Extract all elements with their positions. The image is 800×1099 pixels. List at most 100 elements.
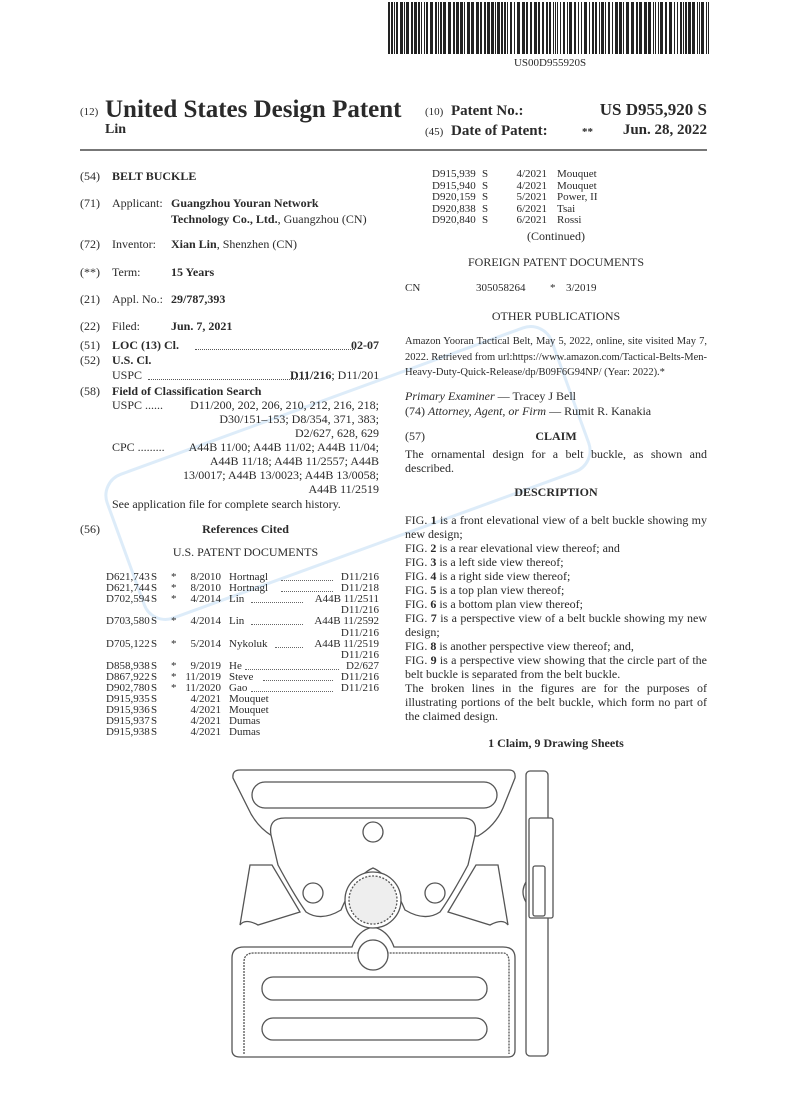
reference-kind: S [151, 582, 158, 595]
barcode-bar [653, 2, 654, 54]
reference-date: 4/2021 [190, 715, 221, 728]
reference-name: He [229, 659, 242, 672]
dot-leader [251, 593, 303, 604]
fig-text: is a rear elevational view thereof; and [436, 541, 620, 555]
code-51: (51) [80, 338, 100, 352]
barcode-bar [578, 2, 579, 54]
barcode-bar [467, 2, 470, 54]
reference-name: Hortnagl [229, 571, 269, 583]
reference-kind: S [482, 191, 489, 203]
reference-date: 6/2021 [516, 214, 547, 226]
barcode-bar [530, 2, 532, 54]
loc-value: 02-07 [351, 338, 379, 352]
barcode-bar [589, 2, 590, 54]
figure-description: FIG. 9 is a perspective view showing tha… [405, 653, 707, 681]
reference-date: 4/2021 [516, 168, 547, 180]
reference-name: Hortnagl [229, 582, 269, 595]
barcode-bar [495, 2, 496, 54]
inventor-value: Xian Lin, Shenzhen (CN) [171, 237, 297, 251]
figure-description: FIG. 2 is a rear elevational view thereo… [405, 541, 707, 555]
barcode-text: US00D955920S [513, 57, 587, 69]
side-view [522, 770, 554, 1057]
examiner-line: Primary Examiner — Tracey J Bell [405, 389, 576, 403]
reference-kind: S [151, 637, 158, 650]
bottom-slot-2 [261, 1017, 488, 1041]
reference-date: 6/2021 [516, 202, 547, 215]
reference-number: D920,838 [432, 202, 476, 215]
attorney-name: — Rumit R. Kanakia [546, 404, 652, 418]
reference-number: D915,940 [432, 179, 476, 192]
reference-date: 9/2019 [190, 659, 221, 672]
fig-text: is a perspective view showing that the c… [405, 653, 707, 681]
fig-prefix: FIG. [405, 611, 431, 625]
barcode-bar [605, 2, 606, 54]
claim-heading: CLAIM [535, 429, 577, 443]
reference-kind: S [151, 571, 158, 583]
reference-number: D915,935 [106, 693, 150, 706]
barcode-bar [569, 2, 572, 54]
fig-prefix: FIG. [405, 541, 431, 555]
reference-class: D11/216 [340, 626, 379, 639]
barcode-bar [688, 2, 691, 54]
reference-row-continued: D11/216 [0, 649, 800, 661]
reference-name: Lin [229, 593, 245, 606]
barcode-bar [701, 2, 704, 54]
filed-value: Jun. 7, 2021 [171, 319, 233, 333]
reference-cited-by-examiner: * [171, 682, 177, 694]
fig-number: 9 [430, 653, 437, 667]
barcode-bar [400, 2, 403, 54]
reference-number: D915,937 [106, 715, 150, 728]
field-cpc-line: A44B 11/18; A44B 11/2557; A44B [209, 454, 379, 468]
header-divider [80, 149, 707, 151]
broken-lines-note: The broken lines in the figures are for … [405, 681, 707, 723]
barcode-bar [448, 2, 451, 54]
barcode-bar [460, 2, 463, 54]
fig-number: 5 [430, 583, 437, 597]
barcode-bar [404, 2, 405, 54]
barcode-bar [697, 2, 698, 54]
reference-number: D621,743 [106, 571, 150, 583]
barcode-bar [507, 2, 508, 54]
figure-description: FIG. 1 is a front elevational view of a … [405, 513, 707, 541]
barcode-bar [574, 2, 576, 54]
barcode-bar [418, 2, 420, 54]
uspc-label: USPC [112, 368, 143, 382]
us-cl-value: D11/216; D11/201 [290, 368, 379, 382]
fig-prefix: FIG. [405, 597, 431, 611]
barcode-bar [497, 2, 500, 54]
barcode-bar [476, 2, 479, 54]
applicant-company: Technology Co., Ltd. [171, 212, 278, 226]
barcode-bar [706, 2, 707, 54]
applicant-line2: Technology Co., Ltd., Guangzhou (CN) [171, 212, 367, 226]
barcode-bar [480, 2, 482, 54]
claims-summary: 1 Claim, 9 Drawing Sheets [488, 736, 624, 750]
reference-kind: S [151, 726, 158, 739]
reference-date: 4/2021 [516, 179, 547, 192]
reference-class: D11/218 [340, 582, 379, 595]
reference-number: D705,122 [106, 637, 150, 650]
barcode-bar [426, 2, 428, 54]
reference-name: Mouquet [557, 168, 597, 180]
fig-prefix: FIG. [405, 653, 431, 667]
reference-number: D902,780 [106, 682, 150, 694]
loc-label: LOC (13) Cl. [112, 338, 179, 352]
code-71: (71) [80, 196, 100, 210]
barcode-bar [394, 2, 395, 54]
fig-text: is a front elevational view of a belt bu… [405, 513, 707, 541]
term-label: Term: [112, 265, 141, 279]
barcode-bar [411, 2, 413, 54]
barcode-bar [658, 2, 659, 54]
barcode-bar [549, 2, 551, 54]
reference-row-continued: D11/216 [0, 627, 800, 639]
field-cpc-line: A44B 11/2519 [308, 482, 379, 496]
figure-description: FIG. 3 is a left side view thereof; [405, 555, 707, 569]
barcode-bar [631, 2, 634, 54]
barcode-bar [421, 2, 422, 54]
reference-class: D11/216 [340, 604, 379, 617]
barcode-bar [546, 2, 548, 54]
reference-cited-by-examiner: * [171, 615, 177, 628]
